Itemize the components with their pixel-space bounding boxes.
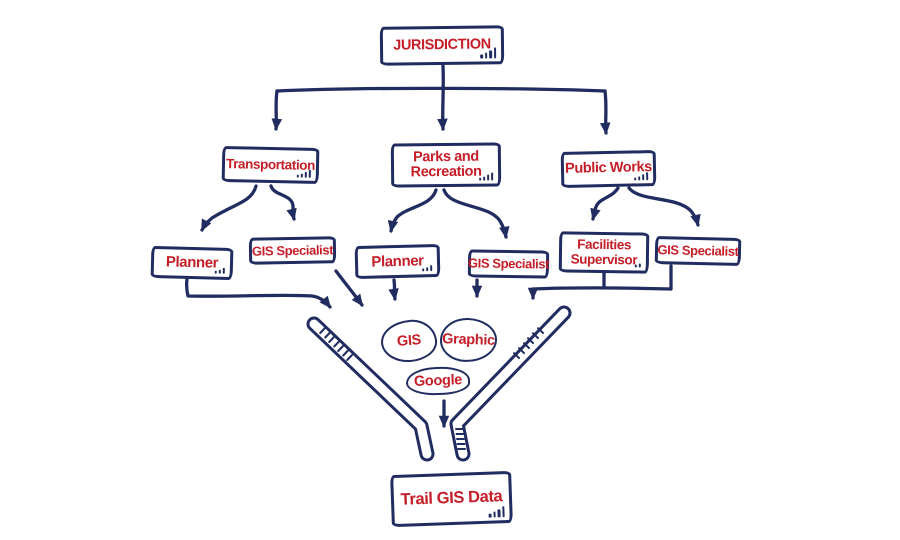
node-gis-specialist-label: GIS Specialist (251, 241, 334, 259)
edge-gis-left-funnel (334, 269, 364, 307)
funnel-hatch-marks (319, 327, 544, 450)
funnel-source-gis-label: GIS (396, 332, 422, 350)
funnel-shape (306, 305, 572, 462)
edge-jurisdiction-public-works (599, 89, 611, 135)
edge-publicworks-facilities (590, 186, 620, 221)
bar-chart-icon (634, 172, 649, 181)
node-jurisdiction: JURISDICTION (379, 25, 505, 66)
node-planner-transportation: Planner (150, 245, 234, 281)
bar-chart-icon (296, 169, 311, 178)
funnel-source-google-label: Google (413, 372, 463, 390)
node-gis-specialist-public-works: GIS Specialist (654, 236, 742, 266)
node-gis-specialist-label: GIS Specialist (467, 255, 550, 272)
edge-publicworks-gis (627, 186, 701, 227)
node-public-works: Public Works (560, 150, 657, 188)
funnel-source-graphic-label: Graphic (441, 331, 496, 349)
edge-jurisdiction-parks (437, 64, 448, 131)
node-facilities-supervisor-label: Facilities Supervisor (570, 236, 638, 267)
node-gis-specialist-label: GIS Specialist (657, 242, 739, 260)
node-planner-parks: Planner (354, 243, 441, 280)
node-parks-recreation: Parks and Recreation (390, 142, 502, 188)
edge-jurisdiction-transportation (271, 89, 283, 131)
bar-chart-icon (422, 265, 433, 272)
edge-parks-planner (387, 188, 438, 233)
node-gis-specialist-parks: GIS Specialist (467, 249, 550, 279)
node-gis-specialist-transportation: GIS Specialist (248, 236, 337, 265)
node-facilities-supervisor: Facilities Supervisor (558, 231, 650, 274)
bar-chart-icon (479, 172, 494, 181)
node-transportation: Transportation (221, 145, 320, 185)
node-trail-gis-data: Trail GIS Data (390, 470, 513, 528)
bar-chart-icon (480, 47, 497, 59)
edge-transportation-planner (200, 184, 258, 232)
edge-parks-gis (442, 188, 510, 239)
bar-chart-icon (214, 267, 225, 274)
edge-top-horizontal (275, 86, 607, 93)
edge-planner-mid-funnel (388, 278, 399, 301)
edge-right-horizontal (531, 286, 673, 291)
bar-chart-icon (634, 263, 641, 268)
node-planner-label: Planner (371, 251, 424, 271)
edge-transportation-gis (269, 184, 297, 221)
bar-chart-icon (488, 506, 505, 518)
edge-planner-left-funnel (184, 277, 332, 309)
